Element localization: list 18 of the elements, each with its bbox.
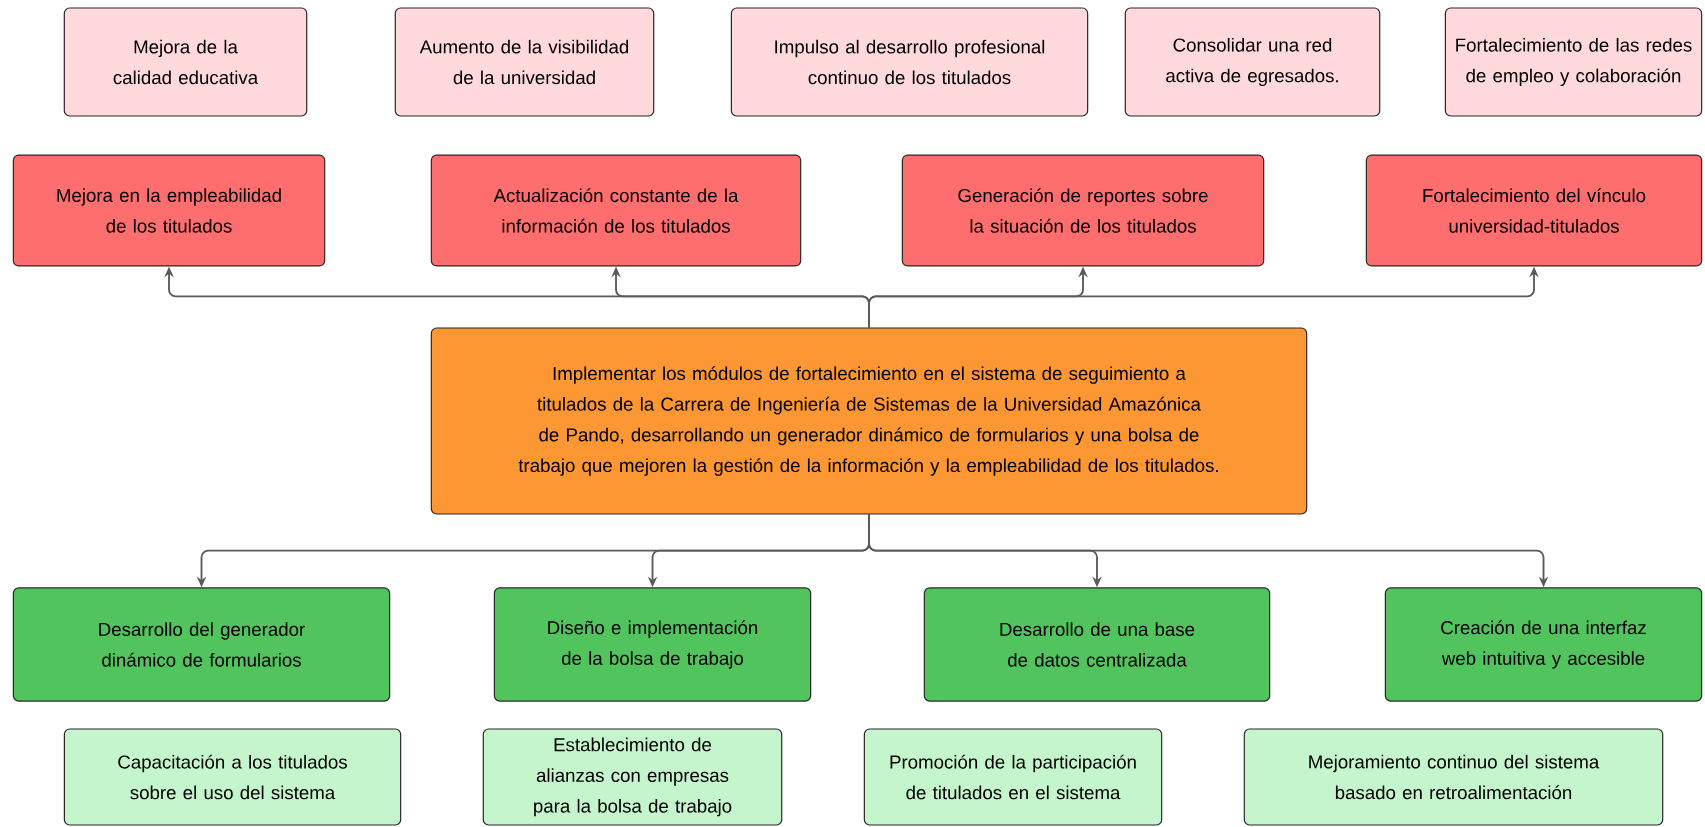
activity-box: Capacitación a los titulados sobre el uso del sistema [63,728,402,826]
outcome-box: Fortalecimiento de las redes de empleo y colaboración [1444,7,1703,117]
effect-box: Actualización constante de la información de los titulados [430,154,802,267]
effect-box: Mejora en la empleabilidad de los titulados [12,154,326,267]
component-box: Desarrollo de una base de datos centralizada [923,587,1271,702]
component-box: Creación de una interfaz web intuitiva y accesible [1384,587,1703,702]
outcome-box: Impulso al desarrollo profesional continuo de los titulados [730,7,1089,117]
effect-box: Fortalecimiento del vínculo universidad-titulados [1365,154,1703,267]
objective-box: Implementar los módulos de fortalecimiento en el sistema de seguimiento a titulados de la Carrera de Ingeniería de Sistemas de la Universidad Amazónica de Pando, desarrollando un generador dinámico de formularios y una bolsa de trabajo que mejoren la gestión de la información y la empleabilidad de los titulados. [430,327,1308,515]
activity-box: Mejoramiento continuo del sistema basado en retroalimentación [1243,728,1664,826]
outcome-box: Aumento de la visibilidad de la universidad [394,7,655,117]
activity-box: Promoción de la participación de titulados en el sistema [863,728,1163,826]
effect-box: Generación de reportes sobre la situación de los titulados [901,154,1265,267]
outcome-box: Consolidar una red activa de egresados. [1124,7,1381,117]
component-box: Desarrollo del generador dinámico de formularios [12,587,391,702]
component-box: Diseño e implementación de la bolsa de trabajo [493,587,812,702]
activity-box: Establecimiento de alianzas con empresas para la bolsa de trabajo [482,728,783,826]
outcome-box: Mejora de la calidad educativa [63,7,308,117]
